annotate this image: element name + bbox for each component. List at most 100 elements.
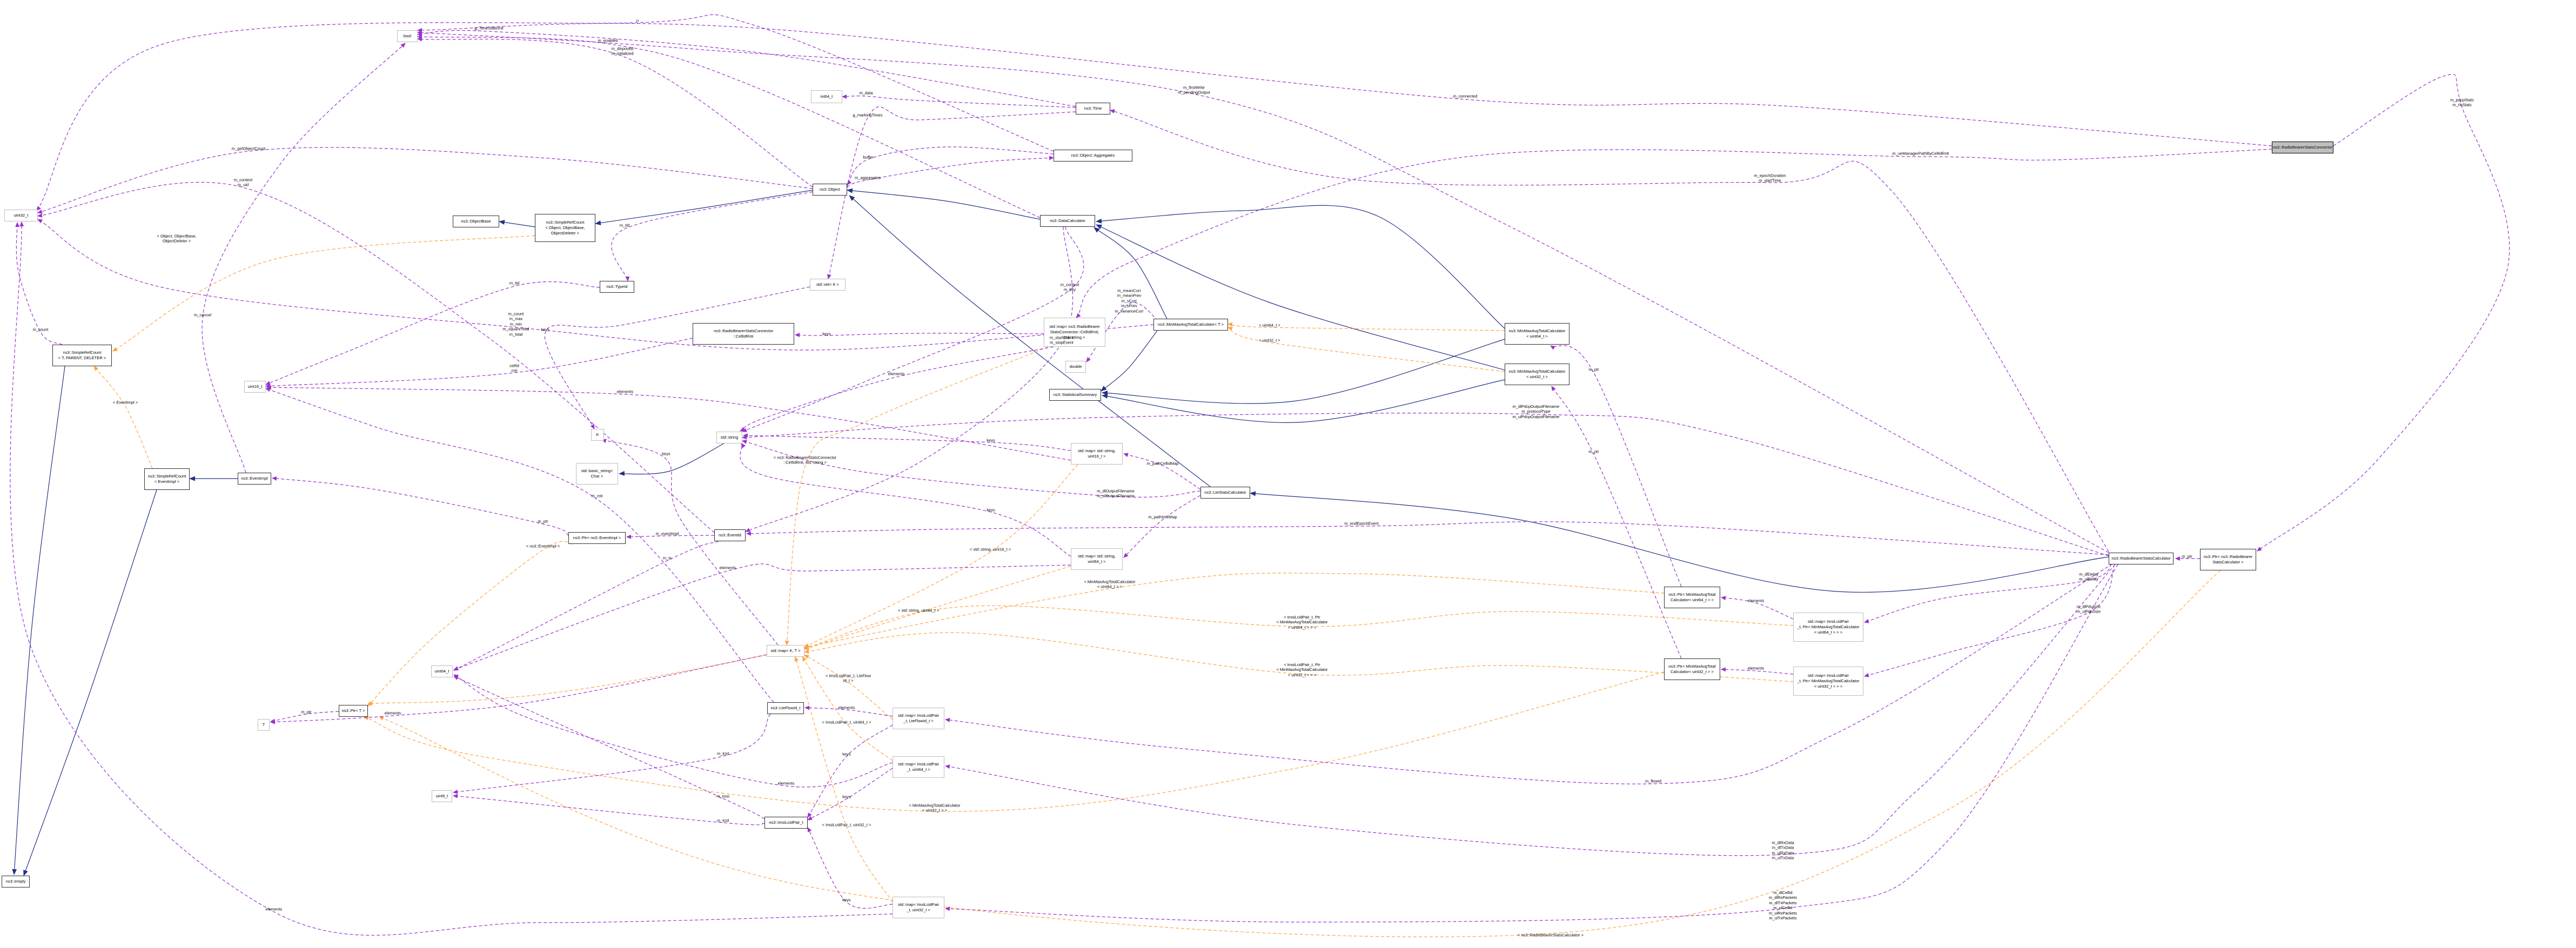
node-basicstring: std::basic_string< Char > [576,463,618,485]
edge-rbsc-to-ltestats [1250,491,2109,593]
edge-mmat32-to-statsum [1102,379,1505,423]
edge-maps16-to-mapKT [804,464,1078,648]
edge-maps16-to-uint16 [266,385,1071,461]
node-ptrrbsc[interactable]: ns3::Ptr< ns3::RadioBearer StatsCalculat… [2200,549,2256,570]
edge-mapcir-to-mapKT [784,346,1049,646]
edge-typeid-to-uint16 [265,281,600,385]
edge-srctpd-to-empty [12,366,65,875]
edge-time-to-int64 [842,94,1076,108]
edge-rbsc-to-eventid [746,521,2109,555]
edge-rbsc-to-mapptr64 [1864,558,2113,623]
node-obj[interactable]: ns3::Object [813,184,847,196]
edge-mapilplfi-to-imsilcid [807,724,893,818]
node-mapKT: std::map< K, T > [767,645,804,657]
edge-rbsc-to-bool [417,30,2109,553]
edge-time-to-setk [827,106,1076,279]
node-k: K [591,429,604,441]
node-mmat32[interactable]: ns3::MinMaxAvgTotalCalculator < uint32_t… [1505,364,1569,385]
node-eventimpl[interactable]: ns3::EventImpl [238,473,271,485]
node-mmat64[interactable]: ns3::MinMaxAvgTotalCalculator < uint64_t… [1505,323,1569,345]
node-string: std::string [716,432,742,443]
edge-ptrei-to-ptrT [367,541,573,707]
node-rbsc[interactable]: ns3::RadioBearerStatsCalculator [2109,553,2174,564]
edge-mapptr64-to-mapKT [804,605,1794,649]
node-statsum[interactable]: ns3::StatisticalSummary [1049,389,1101,401]
edge-ptrrbsc-to-ptrT [379,570,2221,938]
node-eventid[interactable]: ns3::EventId [714,529,746,541]
edge-mapcir-to-cellidrnti [795,333,1044,338]
edge-mapilp64-to-mapKT [802,656,893,761]
edge-rbsc-to-string [742,413,2109,556]
node-typeid[interactable]: ns3::TypeId [600,281,634,293]
edge-mapilp32-to-imsilcid [807,827,893,909]
node-mapilp64: std::map< ImsiLcidPair _t, uint64_t > [893,756,944,778]
node-imsilcid[interactable]: ns3::ImsiLcidPair_t [764,817,808,829]
edge-mapilp64-to-uint64 [453,674,893,788]
node-datacalc[interactable]: ns3::DataCalculator [1040,215,1095,227]
node-ptrei[interactable]: ns3::Ptr< ns3::EventImpl > [568,532,626,544]
edge-mmat32-to-mmatT [1227,326,1505,372]
node-ptr64[interactable]: ns3::Ptr< MinMaxAvgTotal Calculator< uin… [1664,587,1720,608]
node-srctpd[interactable]: ns3::SimpleRefCount < T, PARENT, DELETER… [52,345,112,366]
edge-ptr64-to-ptrT [367,573,1665,706]
edge-mapilplfi-to-lteflowid [804,705,893,717]
node-setk: std::set< K > [810,279,846,291]
edge-ptrT-to-t [270,711,339,723]
edge-eventimpl-to-bool [202,43,406,473]
node-objbase[interactable]: ns3::ObjectBase [453,216,499,227]
node-uint64: uint64_t [431,665,453,677]
edge-connector-to-mapcir [1076,149,2272,318]
edge-datacalc-to-bool [417,35,1041,218]
edge-obj-to-bool [417,37,813,187]
node-maps64: std::map< std::string, uint64_t > [1071,548,1123,570]
edge-datacalc-to-string [742,226,1084,432]
edge-maps16-to-string [743,433,1071,451]
node-cellidrnti[interactable]: ns3::RadioBearerStatsConnector ::CellIdR… [693,323,794,345]
edge-srctpd-to-uint32 [15,222,63,345]
node-empty[interactable]: ns3::empty [2,876,30,888]
edge-mapcir-to-string [740,346,1054,432]
node-ptrT[interactable]: ns3::Ptr< T > [339,705,368,717]
edge-rbsc-to-mapptr32 [1864,564,2115,677]
edge-maps64-to-mapKT [804,566,1071,650]
node-time[interactable]: ns3::Time [1076,103,1110,115]
edge-time-to-bool [417,30,1076,107]
node-uint32: uint32_t [4,210,38,221]
node-mmatT[interactable]: ns3::MinMaxAvgTotalCalculator< T > [1153,319,1228,331]
node-mapilp32: std::map< ImsiLcidPair _t, uint32_t > [893,897,944,918]
edge-mapptr64-to-ptr64 [1721,596,1794,620]
edge-ptr32-to-ptrT [364,671,1665,812]
node-mapptr32: std::map< ImsiLcidPair _t, Ptr< MinMaxAv… [1793,667,1863,696]
edge-mapptr32-to-mapKT [804,632,1794,682]
edge-mapKT-to-k [601,439,779,646]
edge-ltestats-to-maps64 [1123,492,1205,558]
node-int64: int64_t [811,90,842,103]
node-ptr32[interactable]: ns3::Ptr< MinMaxAvgTotal Calculator< uin… [1664,658,1720,680]
edge-src3-to-srctpd [112,235,535,352]
edge-obj-to-src3 [595,190,813,226]
node-maps16: std::map< std::string, uint16_t > [1071,443,1123,465]
node-ltestats[interactable]: ns3::LteStatsCalculator [1200,487,1250,499]
edge-mapKT-to-t [270,654,767,724]
node-src3[interactable]: ns3::SimpleRefCount < Object, ObjectBase… [535,214,595,242]
edge-aggregates-to-uint32 [36,14,1054,211]
edge-ptrei-to-eventimpl [272,476,569,536]
edge-maps64-to-uint64 [453,563,1071,671]
edge-rbsc-to-mapilp32 [945,564,2118,923]
node-aggregates[interactable]: ns3::Object::Aggregates [1054,150,1132,162]
edge-mapilp32-to-mapKT [794,656,893,903]
edge-mmatT-to-uint32 [37,219,1154,351]
node-bool: bool [397,30,418,42]
edge-string-to-basicstring [619,443,725,476]
node-lteflowid[interactable]: ns3::LteFlowId_t [767,702,804,714]
node-uint8: uint8_t [432,790,452,802]
node-srcei[interactable]: ns3::SimpleRefCount < EventImpl > [144,468,190,490]
edge-ltestats-to-string [742,440,1201,497]
node-t: T [258,719,270,731]
edge-obj-to-uint32 [37,147,813,214]
edge-mmat32-to-datacalc [1096,224,1505,371]
edge-obj-to-aggregates [847,156,1054,187]
edge-mmat64-to-datacalc [1096,205,1505,329]
